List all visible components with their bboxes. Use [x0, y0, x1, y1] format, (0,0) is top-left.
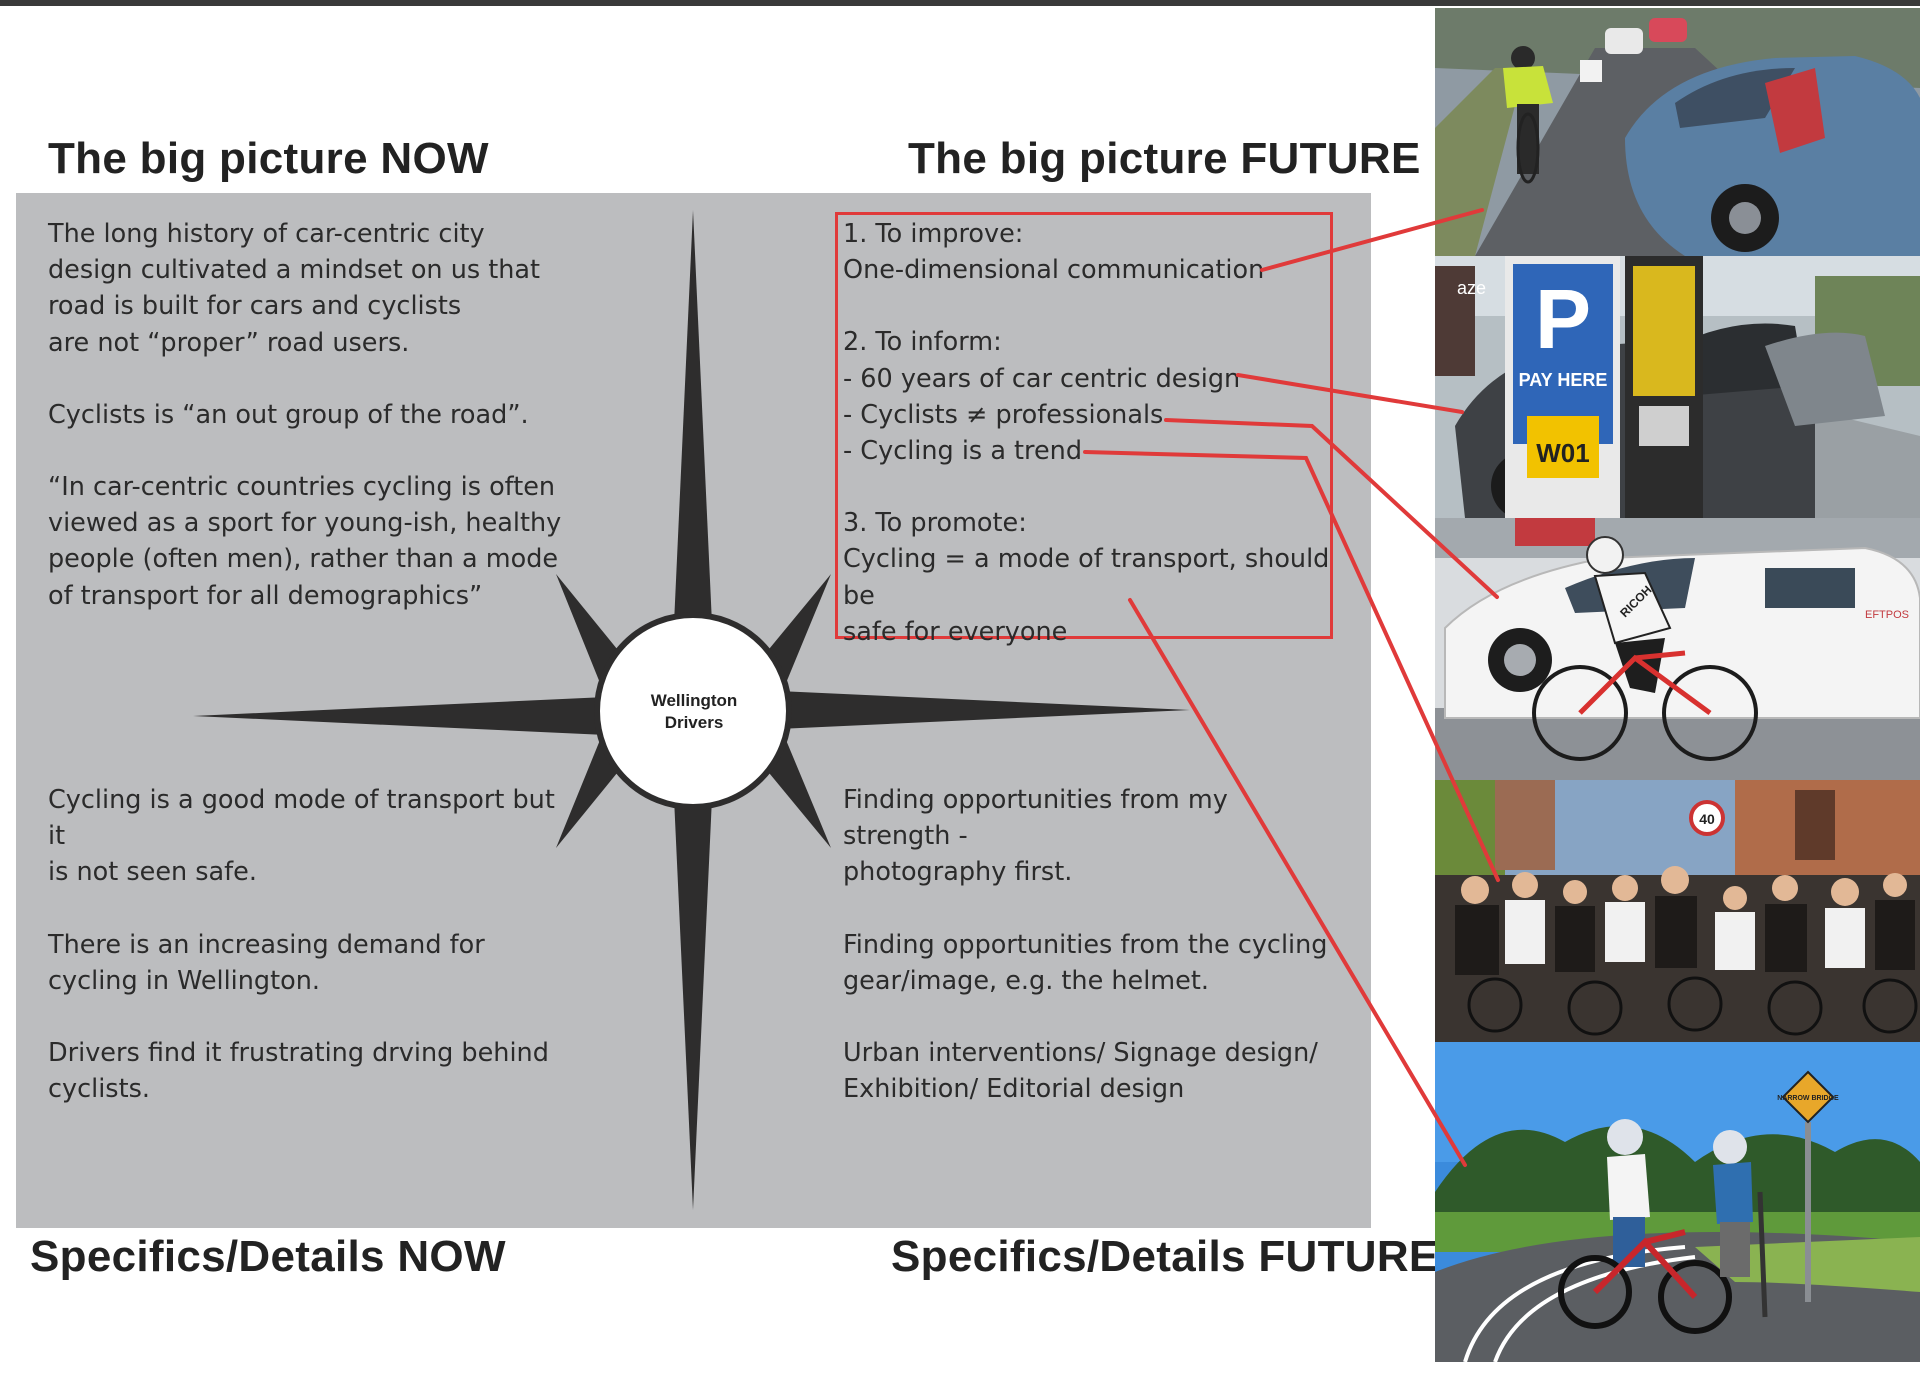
speed-sign: 40	[1699, 811, 1715, 827]
paragraph: 2. To inform: - 60 years of car centric …	[843, 327, 1241, 467]
text-big-picture-now: The long history of car-centric city des…	[48, 216, 568, 614]
photo-kids-cycling: NARROW BRIDGE	[1435, 1042, 1920, 1362]
paragraph: 3. To promote: Cycling = a mode of trans…	[843, 508, 1330, 647]
center-label-line1: Wellington	[650, 691, 738, 710]
paragraph: 1. To improve: One-dimensional communica…	[843, 219, 1265, 286]
text-big-picture-future: 1. To improve: One-dimensional communica…	[843, 216, 1343, 650]
paragraph: Cycling is a good mode of transport but …	[48, 785, 555, 888]
photo-cyclist-traffic	[1435, 8, 1920, 256]
heading-specifics-future: Specifics/Details FUTURE	[891, 1232, 1439, 1281]
heading-specifics-now: Specifics/Details NOW	[30, 1232, 506, 1281]
taxi-text: EFTPOS	[1865, 609, 1909, 621]
paragraph: “In car-centric countries cycling is oft…	[48, 472, 562, 611]
parking-letter: P	[1535, 272, 1591, 366]
photo-cycling-crowd: 40	[1435, 780, 1920, 1042]
parking-pay-here: PAY HERE	[1519, 370, 1608, 390]
paragraph: The long history of car-centric city des…	[48, 219, 541, 358]
photo-parking-meter: aze P PAY HERE W01	[1435, 256, 1920, 518]
parking-zone: W01	[1536, 438, 1589, 468]
center-label: Wellington Drivers	[604, 690, 784, 734]
store-sign: aze	[1457, 278, 1486, 298]
text-specifics-now: Cycling is a good mode of transport but …	[48, 782, 578, 1107]
heading-big-picture-future: The big picture FUTURE	[908, 134, 1421, 183]
paragraph: Finding opportunities from the cycling g…	[843, 929, 1328, 996]
text-specifics-future: Finding opportunities from my strength -…	[843, 782, 1343, 1107]
top-bar	[0, 0, 1920, 6]
paragraph: Drivers find it frustrating drving behin…	[48, 1038, 549, 1105]
paragraph: Cyclists is “an out group of the road”.	[48, 399, 529, 430]
photo-cyclist-taxi: EFTPOS RICOH	[1435, 518, 1920, 780]
paragraph: Finding opportunities from my strength -…	[843, 785, 1228, 888]
heading-big-picture-now: The big picture NOW	[48, 134, 489, 183]
center-label-line2: Drivers	[664, 713, 724, 732]
warning-sign: NARROW BRIDGE	[1777, 1095, 1839, 1102]
paragraph: Urban interventions/ Signage design/ Exh…	[843, 1038, 1318, 1105]
paragraph: There is an increasing demand for cyclin…	[48, 929, 485, 996]
